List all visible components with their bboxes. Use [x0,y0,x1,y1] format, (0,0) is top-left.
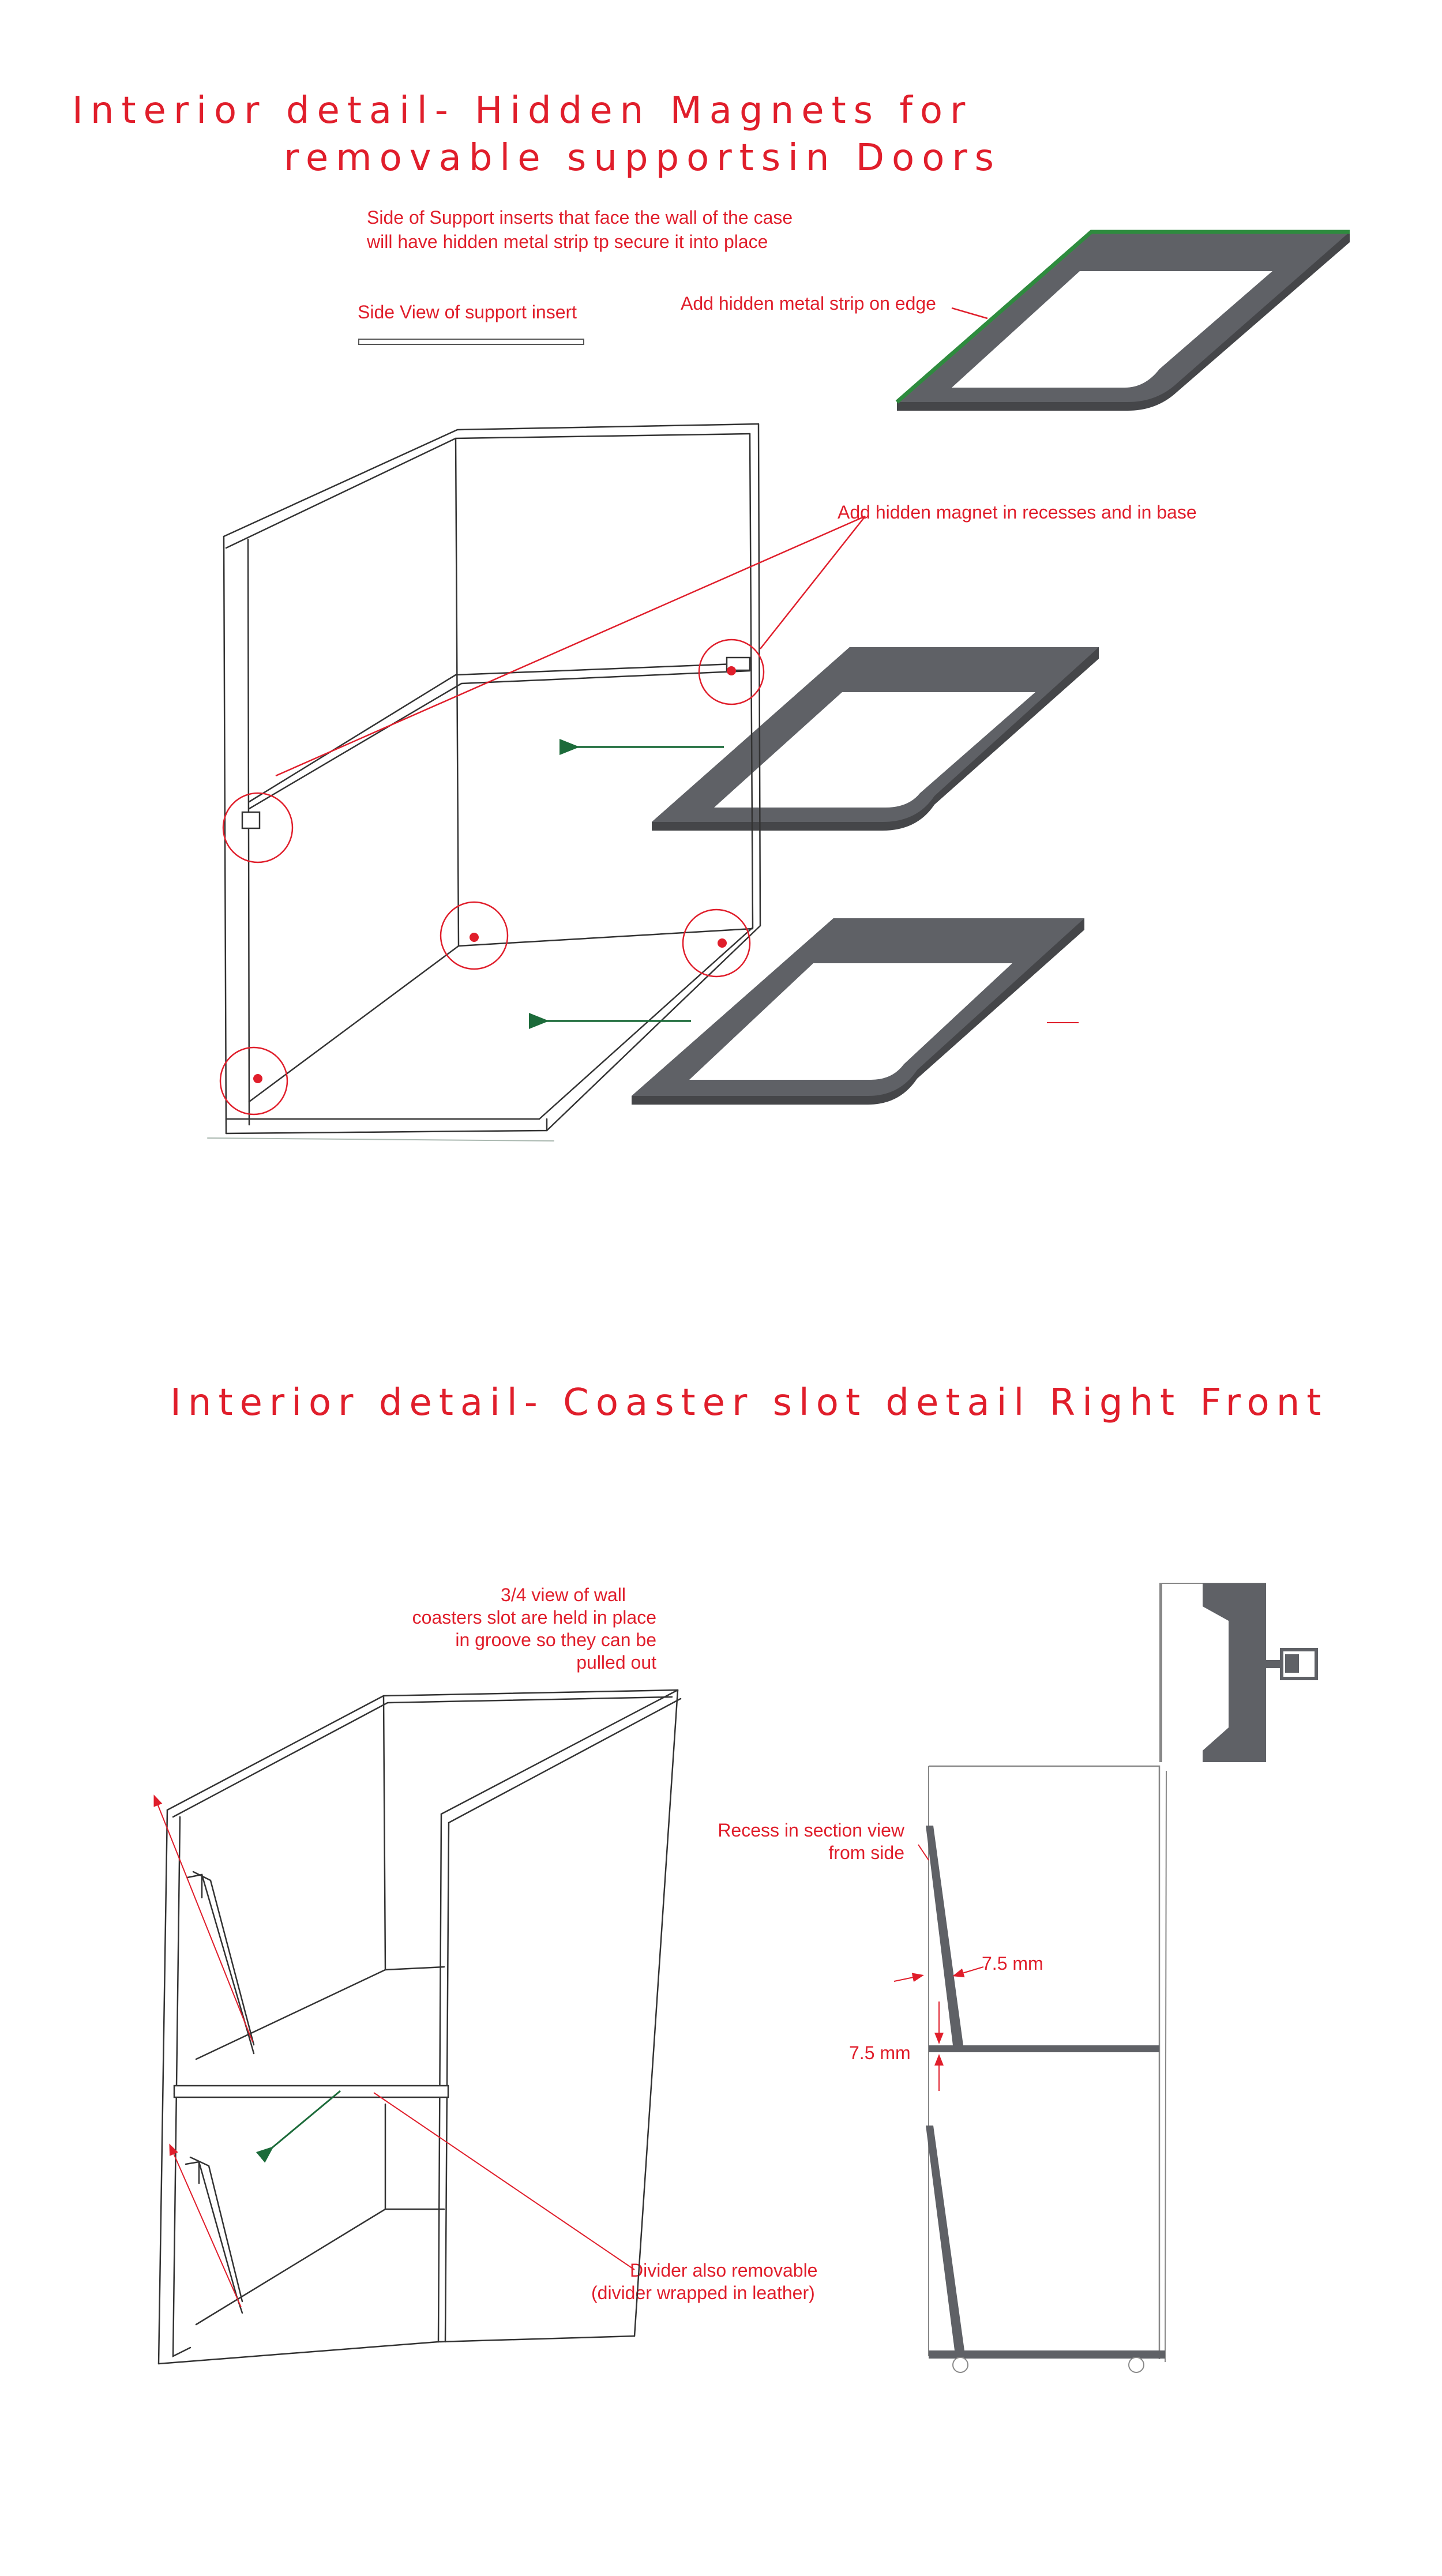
side-view-label: Side View of support insert [358,302,577,322]
dimension-label-recess: 7.5 mm [982,1953,1043,1974]
support-insert-top [895,230,1350,411]
section1-title-line2: removable supportsin Doors [284,137,1001,179]
insert-direction-arrows [529,739,724,1029]
magnet-leader-lines [275,307,988,777]
support-insert-note-line2: will have hidden metal strip tp secure i… [367,231,768,252]
magnet-markers [219,639,765,1116]
section2-title: Interior detail- Coaster slot detail Rig… [170,1381,1328,1424]
dimension-label-divider: 7.5 mm [849,2042,911,2063]
case-sketch [207,423,761,1141]
divider-note-line2: (divider wrapped in leather) [591,2282,815,2303]
section1-title-line1: Interior detail- Hidden Magnets for [72,89,973,132]
magnet-label: Add hidden magnet in recesses and in bas… [838,502,1197,523]
recess-note-line2: from side [828,1842,904,1863]
section-view-dimensions [893,1844,984,2091]
divider-note-line1: Divider also removable [630,2260,818,2281]
metal-strip-label: Add hidden metal strip on edge [681,293,936,314]
wall-sketch [157,1689,682,2365]
support-insert-note-line1: Side of Support inserts that face the wa… [367,207,793,228]
support-insert-middle [652,647,1099,831]
wall-view-note-line3: in groove so they can be [455,1629,656,1650]
wall-sketch-arrows [153,1794,635,2308]
wall-view-note-line1: 3/4 view of wall [501,1584,626,1605]
recess-note-line1: Recess in section view [718,1820,904,1841]
side-view-insert [358,339,584,345]
wall-view-note-line4: pulled out [576,1652,656,1673]
section-view [926,1583,1318,2373]
support-insert-bottom [632,918,1084,1105]
wall-view-note-line2: coasters slot are held in place [412,1607,656,1628]
